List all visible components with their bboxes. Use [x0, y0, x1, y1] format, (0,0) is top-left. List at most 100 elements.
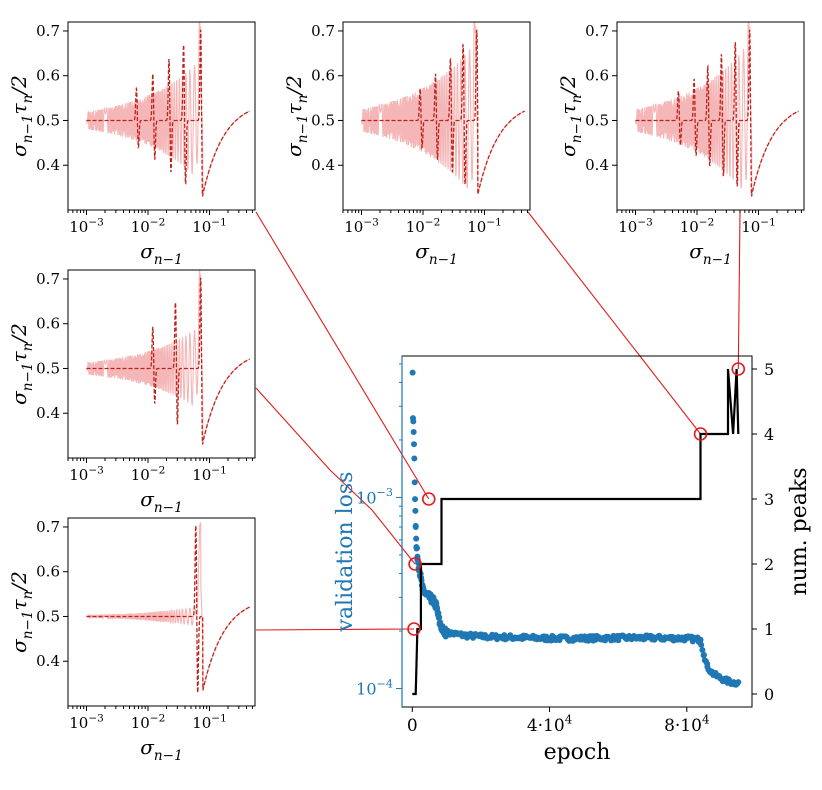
x-tick-label: 0: [407, 716, 418, 736]
peak-marker: [731, 362, 746, 376]
peak-marker: [693, 427, 708, 441]
peak-marker: [421, 492, 436, 506]
y-right-tick-label: 0: [764, 685, 774, 704]
inset-y-tick-label: 0.7: [36, 22, 60, 40]
inset-frame: [616, 21, 805, 211]
y-right-tick-label: 2: [764, 555, 774, 574]
inset-x-tick-label: 10−3: [69, 712, 104, 732]
inset-x-tick-label: 10−1: [741, 216, 776, 236]
connector-line: [255, 628, 415, 631]
inset-x-axis-label: σn−1: [415, 239, 457, 268]
inset-x-tick-label: 10−1: [467, 216, 502, 236]
inset-x-tick-label: 10−2: [131, 464, 166, 484]
inset-y-tick-label: 0.6: [585, 67, 609, 85]
inset-solid-curve: [86, 522, 250, 691]
inset-y-tick-label: 0.4: [36, 404, 60, 422]
inset-x-axis-label: σn−1: [689, 239, 731, 268]
inset-dashed-curve: [635, 29, 800, 197]
inset-frame: [67, 21, 256, 211]
loss-point: [411, 479, 418, 486]
inset-x-tick-label: 10−2: [131, 712, 166, 732]
y-right-tick-label: 5: [764, 360, 774, 379]
inset-y-tick-label: 0.4: [311, 156, 335, 174]
loss-point: [412, 522, 419, 529]
inset-y-tick-label: 0.4: [36, 652, 60, 670]
inset-y-tick-label: 0.7: [36, 518, 60, 536]
inset-dashed-curve: [86, 525, 251, 693]
inset-y-tick-label: 0.7: [36, 270, 60, 288]
loss-point: [443, 630, 450, 637]
loss-series: [409, 369, 742, 688]
inset-solid-curve: [85, 269, 250, 443]
loss-point: [411, 455, 418, 462]
inset-middle-left: 10−3 10−2 10−1 0.4 0.5 0.6 0.7 σn−1 σn−1τn/2: [7, 269, 256, 516]
main-frame: [401, 355, 753, 708]
connector-line: [255, 387, 416, 565]
loss-point: [700, 652, 707, 659]
x-tick-label: 4·104: [527, 712, 572, 736]
loss-point: [411, 441, 418, 448]
inset-y-axis-label: σn−1τn/2: [7, 571, 36, 653]
inset-x-tick-label: 10−3: [69, 464, 104, 484]
y-left-tick-label: 10−3: [356, 486, 393, 507]
inset-x-tick-label: 10−2: [406, 216, 441, 236]
inset-y-axis-label: σn−1τn/2: [7, 75, 36, 157]
inset-frame: [67, 517, 256, 707]
inset-frame: [67, 269, 256, 459]
inset-y-tick-label: 0.5: [36, 359, 60, 377]
inset-dashed-curve: [361, 29, 526, 195]
y-right-axis-label: num. peaks: [787, 467, 812, 595]
num-peaks-line: [412, 368, 740, 696]
loss-point: [442, 625, 449, 632]
inset-dashed-curve: [86, 277, 251, 445]
y-right-tick-label: 3: [764, 490, 774, 509]
inset-y-tick-label: 0.6: [36, 315, 60, 333]
inset-x-tick-label: 10−1: [192, 216, 227, 236]
x-axis-label: epoch: [544, 740, 611, 765]
inset-y-axis-label: σn−1τn/2: [7, 323, 36, 405]
inset-x-tick-label: 10−1: [192, 712, 227, 732]
loss-point: [699, 647, 706, 654]
inset-x-tick-label: 10−1: [192, 464, 227, 484]
inset-solid-curve: [360, 21, 525, 195]
inset-y-tick-label: 0.6: [36, 67, 60, 85]
inset-solid-curve: [634, 21, 799, 195]
inset-x-tick-label: 10−3: [344, 216, 379, 236]
inset-y-tick-label: 0.5: [36, 111, 60, 129]
loss-point: [413, 545, 420, 552]
y-right-tick-label: 4: [764, 425, 774, 444]
connector-line: [527, 211, 701, 435]
x-tick-label: 8·104: [664, 712, 709, 736]
inset-x-axis-label: σn−1: [140, 239, 182, 268]
loss-point: [409, 369, 416, 376]
inset-y-tick-label: 0.5: [311, 111, 335, 129]
inset-y-tick-label: 0.5: [585, 111, 609, 129]
y-right-tick-label: 1: [764, 620, 774, 639]
loss-point: [410, 418, 417, 425]
peak-marker: [408, 557, 422, 571]
inset-y-tick-label: 0.6: [311, 67, 335, 85]
loss-point: [698, 641, 705, 648]
inset-y-tick-label: 0.4: [585, 156, 609, 174]
inset-x-axis-label: σn−1: [140, 487, 182, 516]
inset-y-tick-label: 0.4: [36, 156, 60, 174]
loss-point: [704, 660, 711, 667]
inset-frame: [342, 21, 531, 211]
inset-y-tick-label: 0.7: [585, 22, 609, 40]
loss-point: [410, 429, 417, 436]
inset-y-tick-label: 0.5: [36, 607, 60, 625]
peak-marker: [407, 622, 421, 636]
inset-top-left: 10−3 10−2 10−1 0.4 0.5 0.6 0.7 σn−1 σn−1τn/2: [7, 21, 256, 268]
inset-x-tick-label: 10−3: [69, 216, 104, 236]
inset-x-tick-label: 10−3: [618, 216, 653, 236]
inset-y-tick-label: 0.6: [36, 563, 60, 581]
loss-point: [412, 507, 419, 514]
connector-line: [255, 211, 430, 500]
loss-point: [413, 535, 420, 542]
inset-x-tick-label: 10−2: [131, 216, 166, 236]
inset-y-axis-label: σn−1τn/2: [556, 75, 585, 157]
